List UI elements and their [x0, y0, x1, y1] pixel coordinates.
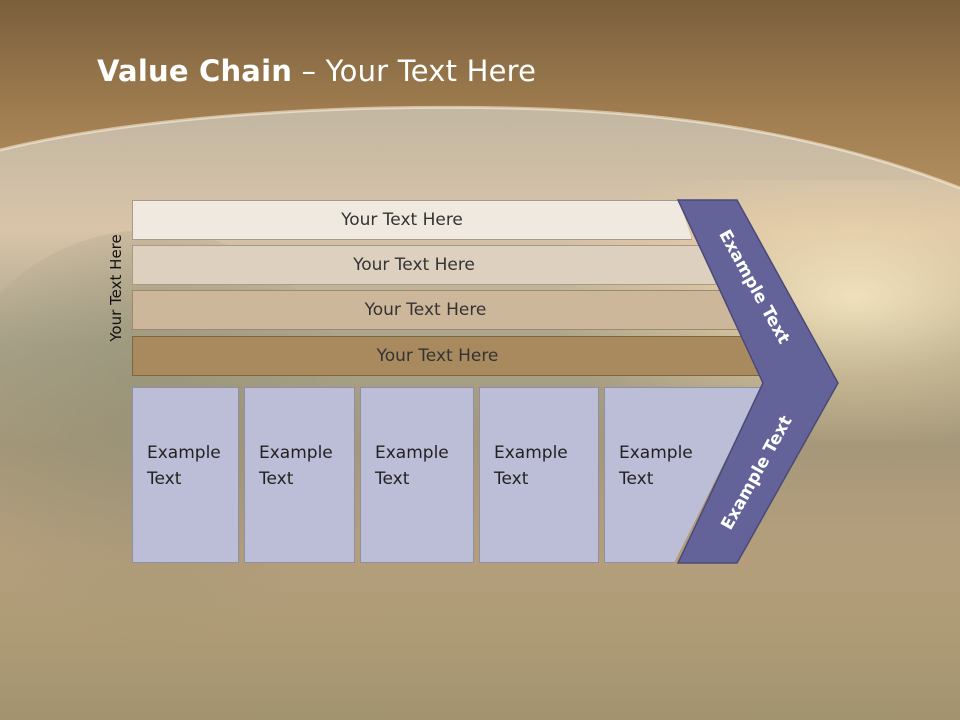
- column-line1: Example: [259, 443, 333, 463]
- column-line1: Example: [375, 443, 449, 463]
- support-bar-label: Your Text Here: [353, 255, 475, 275]
- slide-title: Value Chain – Your Text Here: [97, 54, 536, 88]
- column-line2: Text: [375, 469, 410, 489]
- support-bar-1: Your Text Here: [132, 200, 692, 240]
- column-line1: Example: [147, 443, 221, 463]
- title-rest: – Your Text Here: [292, 54, 537, 88]
- title-bold: Value Chain: [97, 54, 293, 88]
- columns-reflection: [0, 406, 960, 563]
- support-bar-label: Your Text Here: [341, 210, 463, 230]
- support-bar-label: Your Text Here: [364, 300, 487, 320]
- column-line1: Example: [619, 443, 693, 463]
- column-line2: Text: [619, 469, 654, 489]
- column-line2: Text: [259, 469, 294, 489]
- support-bar-2: Your Text Here: [132, 245, 716, 285]
- support-bar-3: Your Text Here: [132, 290, 739, 330]
- header-band: [0, 0, 960, 190]
- column-line1: Example: [494, 443, 568, 463]
- column-line2: Text: [494, 469, 529, 489]
- support-bar-label: Your Text Here: [376, 346, 499, 366]
- support-bar-4: Your Text Here: [132, 336, 763, 376]
- column-line2: Text: [147, 469, 182, 489]
